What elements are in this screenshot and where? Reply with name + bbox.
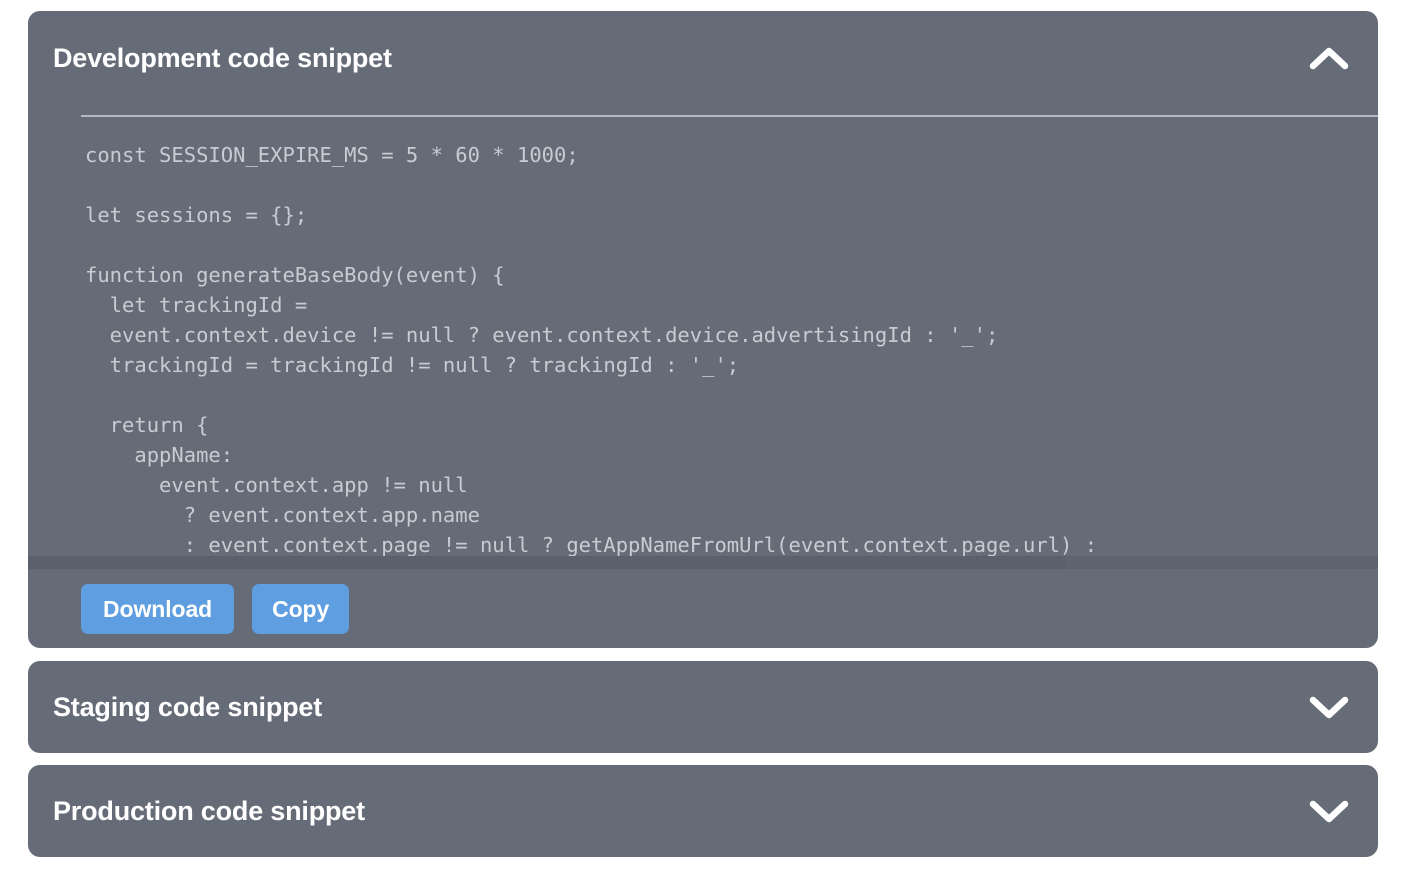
accordion-header-production[interactable]: Production code snippet xyxy=(28,765,1378,857)
chevron-down-icon[interactable] xyxy=(1308,686,1350,728)
accordion-panel-staging: Staging code snippet xyxy=(28,661,1378,753)
accordion-panel-production: Production code snippet xyxy=(28,765,1378,857)
code-actions: Download Copy xyxy=(81,584,350,634)
code-viewport: const SESSION_EXPIRE_MS = 5 * 60 * 1000;… xyxy=(28,130,1378,569)
accordion-header-staging[interactable]: Staging code snippet xyxy=(28,661,1378,753)
copy-button[interactable]: Copy xyxy=(252,584,350,634)
accordion-panel-development: Development code snippet const SESSION_E… xyxy=(28,11,1378,648)
code-horizontal-scrollbar[interactable] xyxy=(28,556,1378,569)
chevron-up-icon[interactable] xyxy=(1308,37,1350,79)
panel-title-development: Development code snippet xyxy=(53,43,392,73)
scrollbar-thumb[interactable] xyxy=(28,556,1066,569)
accordion-header-development[interactable]: Development code snippet xyxy=(28,11,1378,105)
download-button[interactable]: Download xyxy=(81,584,235,634)
chevron-down-icon[interactable] xyxy=(1308,790,1350,832)
code-horizontal-scroll[interactable]: const SESSION_EXPIRE_MS = 5 * 60 * 1000;… xyxy=(28,130,1378,569)
code-snippet-development: const SESSION_EXPIRE_MS = 5 * 60 * 1000;… xyxy=(85,143,1098,557)
header-divider xyxy=(81,115,1378,117)
panel-title-staging: Staging code snippet xyxy=(53,692,323,722)
panel-title-production: Production code snippet xyxy=(53,796,365,826)
